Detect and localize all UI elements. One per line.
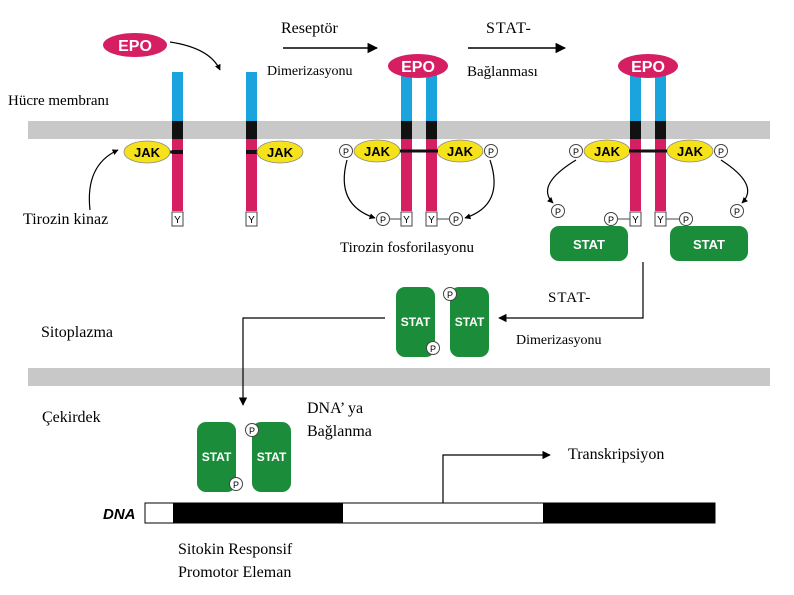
label-stat-binding-bottom: Bağlanması <box>467 64 538 81</box>
label-dna-binding-2: Bağlanma <box>307 423 372 441</box>
arrow-transcription <box>442 450 551 503</box>
label-cytoplasm: Sitoplazma <box>41 324 113 342</box>
phosphate-group: P <box>569 144 583 158</box>
label-receptor-dimerization-bottom: Dimerizasyonu <box>267 64 353 80</box>
svg-text:JAK: JAK <box>267 145 294 160</box>
arrow-phosphorylation-left <box>343 159 376 220</box>
phosphate-group: P <box>449 212 463 226</box>
jak-right-monomer: JAK <box>256 140 304 164</box>
stat-dimer-nucleus: STAT STAT P P <box>197 422 291 492</box>
svg-text:Y: Y <box>657 215 664 226</box>
svg-text:P: P <box>718 147 724 157</box>
svg-text:P: P <box>453 215 459 225</box>
svg-text:Y: Y <box>403 215 410 226</box>
svg-text:EPO: EPO <box>118 38 152 55</box>
dna-label: DNA <box>103 506 136 523</box>
label-dna-binding-1: DNA’ ya <box>307 400 364 418</box>
epo-bound-1: EPO <box>388 54 448 78</box>
svg-text:P: P <box>608 215 614 225</box>
svg-text:P: P <box>734 207 740 217</box>
svg-text:P: P <box>233 480 239 490</box>
svg-text:JAK: JAK <box>364 144 391 159</box>
label-tyrosine-phosphorylation: Tirozin fosforilasyonu <box>340 240 475 257</box>
label-nucleus: Çekirdek <box>42 409 101 427</box>
svg-text:STAT: STAT <box>573 237 605 252</box>
svg-text:JAK: JAK <box>134 145 161 160</box>
svg-text:P: P <box>447 290 453 300</box>
receptor-monomer-right: Y <box>245 72 258 227</box>
nuclear-membrane <box>28 368 770 386</box>
phosphate-group: P <box>484 144 498 158</box>
jak-dimer2-left: JAK <box>583 139 631 163</box>
phosphate-group: P <box>714 144 728 158</box>
dna-strand <box>144 502 716 524</box>
svg-text:P: P <box>488 147 494 157</box>
label-stat-dimerization-bottom: Dimerizasyonu <box>516 333 602 349</box>
arrow-phosphorylation-right <box>464 159 495 220</box>
svg-text:P: P <box>555 207 561 217</box>
phosphate-group: P <box>730 204 744 218</box>
svg-text:STAT: STAT <box>401 315 431 329</box>
svg-text:JAK: JAK <box>447 144 474 159</box>
stat-dimer-cytoplasm: STAT STAT P P <box>396 287 489 357</box>
svg-text:EPO: EPO <box>401 59 435 76</box>
arrow-tyrosine-kinase <box>88 149 119 211</box>
svg-text:STAT: STAT <box>257 450 287 464</box>
svg-text:JAK: JAK <box>677 144 704 159</box>
label-tyrosine-kinase: Tirozin kinaz <box>23 211 109 229</box>
label-promoter-2: Promotor Eleman <box>178 564 292 582</box>
epo-bound-2: EPO <box>618 54 678 78</box>
arrow-stat-phos-right <box>720 159 749 204</box>
svg-text:P: P <box>430 344 436 354</box>
svg-text:P: P <box>573 147 579 157</box>
svg-text:STAT: STAT <box>455 315 485 329</box>
label-receptor-dimerization-top: Reseptör <box>281 20 338 38</box>
receptor-dimer-2: Y Y <box>629 72 667 227</box>
svg-text:JAK: JAK <box>594 144 621 159</box>
svg-text:Y: Y <box>174 215 181 226</box>
phosphate-group: P <box>339 144 353 158</box>
arrow-nuclear-translocation <box>238 317 385 406</box>
svg-text:P: P <box>249 426 255 436</box>
svg-text:Y: Y <box>632 215 639 226</box>
svg-text:STAT: STAT <box>202 450 232 464</box>
receptor-dimer-1: Y Y <box>400 72 438 227</box>
svg-text:P: P <box>683 215 689 225</box>
label-transcription: Transkripsiyon <box>568 446 665 464</box>
svg-text:Y: Y <box>248 215 255 226</box>
arrow-epo-binding <box>169 41 221 71</box>
phosphate-group: P <box>604 212 618 226</box>
phosphate-group: P <box>376 212 390 226</box>
phosphate-group: P <box>679 212 693 226</box>
label-stat-dimerization-top: STAT- <box>548 290 592 307</box>
cell-membrane <box>28 121 770 139</box>
jak-dimer1-right: JAK <box>436 139 484 163</box>
label-membrane: Hücre membranı <box>8 93 110 110</box>
stat-monomer-left: STAT <box>550 226 628 261</box>
epo-ligand: EPO <box>103 33 167 57</box>
jak-dimer1-left: JAK <box>353 139 401 163</box>
arrow-stat-dimerization <box>498 262 644 323</box>
label-promoter-1: Sitokin Responsif <box>178 541 293 559</box>
receptor-monomer-left: Y <box>171 72 184 227</box>
svg-text:P: P <box>343 147 349 157</box>
svg-text:EPO: EPO <box>631 59 665 76</box>
stat-monomer-right: STAT <box>670 226 748 261</box>
jak-dimer2-right: JAK <box>666 139 714 163</box>
svg-text:Y: Y <box>428 215 435 226</box>
label-stat-binding-top: STAT- <box>486 20 532 38</box>
jak-left-monomer: JAK <box>123 140 171 164</box>
phosphate-group: P <box>551 204 565 218</box>
svg-text:P: P <box>380 215 386 225</box>
arrow-stat-phos-left <box>546 159 577 204</box>
svg-text:STAT: STAT <box>693 237 725 252</box>
